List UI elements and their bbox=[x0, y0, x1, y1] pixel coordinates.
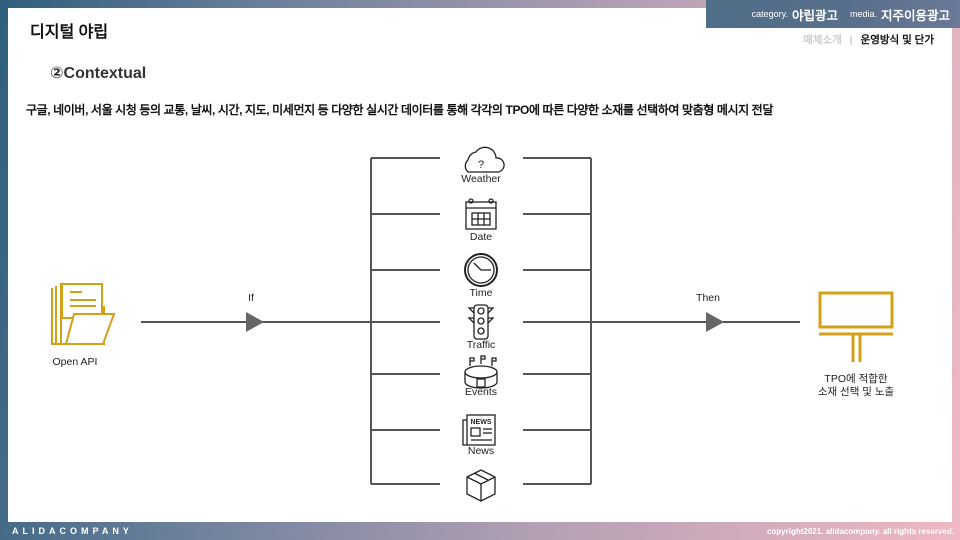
traffic-light-icon bbox=[467, 304, 495, 340]
then-arrow-icon bbox=[706, 312, 724, 332]
then-label: Then bbox=[696, 292, 720, 304]
media-prefix: media. bbox=[849, 9, 877, 19]
sub-nav: 매체소개 | 운영방식 및 단가 bbox=[803, 32, 934, 47]
nav-item-intro[interactable]: 매체소개 bbox=[803, 34, 842, 46]
category-value: 야립광고 bbox=[791, 8, 838, 23]
section-title: ②Contextual bbox=[50, 65, 147, 82]
item-label-traffic: Traffic bbox=[466, 339, 496, 351]
header-tab: category. 야립광고 media. 지주이용광고 bbox=[706, 0, 960, 28]
svg-text:NEWS: NEWS bbox=[471, 419, 492, 426]
result-line-2: 소재 선택 및 노출 bbox=[817, 386, 895, 398]
if-label: If bbox=[248, 292, 254, 304]
folder-icon bbox=[51, 283, 116, 345]
nav-separator: | bbox=[849, 34, 853, 46]
page-title: 디지털 야립 bbox=[30, 24, 109, 41]
source-label: Open API bbox=[52, 356, 98, 368]
clock-icon bbox=[464, 253, 498, 287]
stadium-icon bbox=[464, 355, 498, 389]
item-label-time: Time bbox=[469, 287, 493, 299]
category-prefix: category. bbox=[751, 9, 788, 19]
svg-text:?: ? bbox=[478, 159, 484, 171]
footer-copyright: copyright2021. alidacompany. all rights … bbox=[766, 527, 954, 536]
result-line-1: TPO에 적합한 bbox=[824, 373, 888, 385]
calendar-icon bbox=[465, 198, 497, 230]
nav-item-operation[interactable]: 운영방식 및 단가 bbox=[860, 34, 934, 46]
billboard-icon bbox=[818, 291, 894, 362]
item-label-events: Events bbox=[464, 386, 498, 398]
item-label-news: News bbox=[467, 445, 495, 457]
description: 구글, 네이버, 서울 시청 등의 교통, 날씨, 시간, 지도, 미세먼지 등… bbox=[26, 103, 773, 117]
media-value: 지주이용광고 bbox=[880, 8, 950, 23]
item-label-date: Date bbox=[469, 231, 493, 243]
if-arrow-icon bbox=[246, 312, 264, 332]
newspaper-icon: NEWS bbox=[462, 414, 496, 446]
connector-lines bbox=[141, 157, 800, 485]
result-label: TPO에 적합한 소재 선택 및 노출 bbox=[806, 373, 906, 399]
cloud-question-icon: ? bbox=[464, 146, 505, 173]
box-icon bbox=[466, 469, 496, 502]
footer-brand: ALIDACOMPANY bbox=[12, 526, 133, 536]
item-label-weather: Weather bbox=[461, 173, 501, 185]
